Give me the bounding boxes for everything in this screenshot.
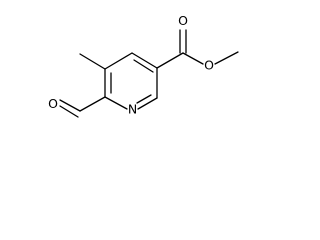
ring-bond-c4-c3 bbox=[131, 52, 158, 69]
ester-ether-oxygen-label: O bbox=[204, 58, 214, 73]
methyl-bond bbox=[79, 53, 106, 70]
ring-nitrogen-label: N bbox=[128, 102, 137, 117]
structure-diagram: N O O O bbox=[48, 13, 239, 118]
ring-bond-n-c6 bbox=[104, 96, 128, 110]
ring-bond-c2-n-inner bbox=[136, 94, 152, 104]
formyl-bond-ring bbox=[79, 96, 106, 112]
ester-bond-ring-carbonyl bbox=[156, 52, 184, 69]
ester-bond-oxygen-methyl bbox=[214, 51, 239, 65]
ring-bond-c4-c3-inner bbox=[133, 59, 154, 73]
formyl-double-bond-1 bbox=[59, 99, 81, 112]
formyl-double-bond-2 bbox=[59, 105, 79, 118]
ester-bond-carbonyl-oxygen bbox=[182, 52, 204, 65]
ring-bond-c5-c4 bbox=[104, 52, 133, 70]
ring-bond-c2-n bbox=[137, 97, 158, 110]
ester-carbonyl-oxygen-label: O bbox=[178, 13, 188, 28]
aldehyde-oxygen-label: O bbox=[48, 96, 58, 111]
